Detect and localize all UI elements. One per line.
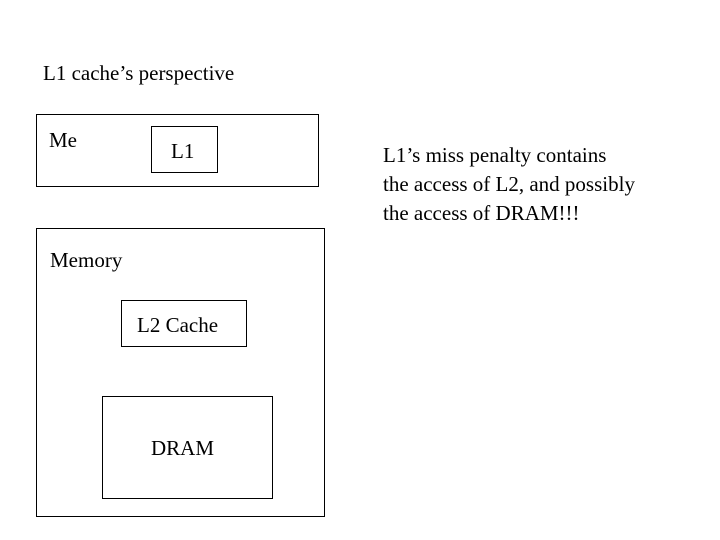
dram-label: DRAM <box>151 436 215 460</box>
memory-box: Memory L2 Cache DRAM <box>36 228 325 517</box>
l1-box: L1 <box>151 126 218 173</box>
diagram-title: L1 cache’s perspective <box>43 61 235 85</box>
memory-label: Memory <box>50 248 123 272</box>
me-label: Me <box>49 128 77 152</box>
dram-box: DRAM <box>102 396 273 499</box>
miss-penalty-note: L1’s miss penalty contains the access of… <box>383 141 635 228</box>
me-box: Me L1 <box>36 114 319 187</box>
note-line: the access of DRAM!!! <box>383 201 580 225</box>
l1-label: L1 <box>171 139 195 163</box>
note-line: L1’s miss penalty contains <box>383 143 607 167</box>
note-line: the access of L2, and possibly <box>383 172 635 196</box>
l2-cache-label: L2 Cache <box>137 313 219 337</box>
l2-cache-box: L2 Cache <box>121 300 247 347</box>
